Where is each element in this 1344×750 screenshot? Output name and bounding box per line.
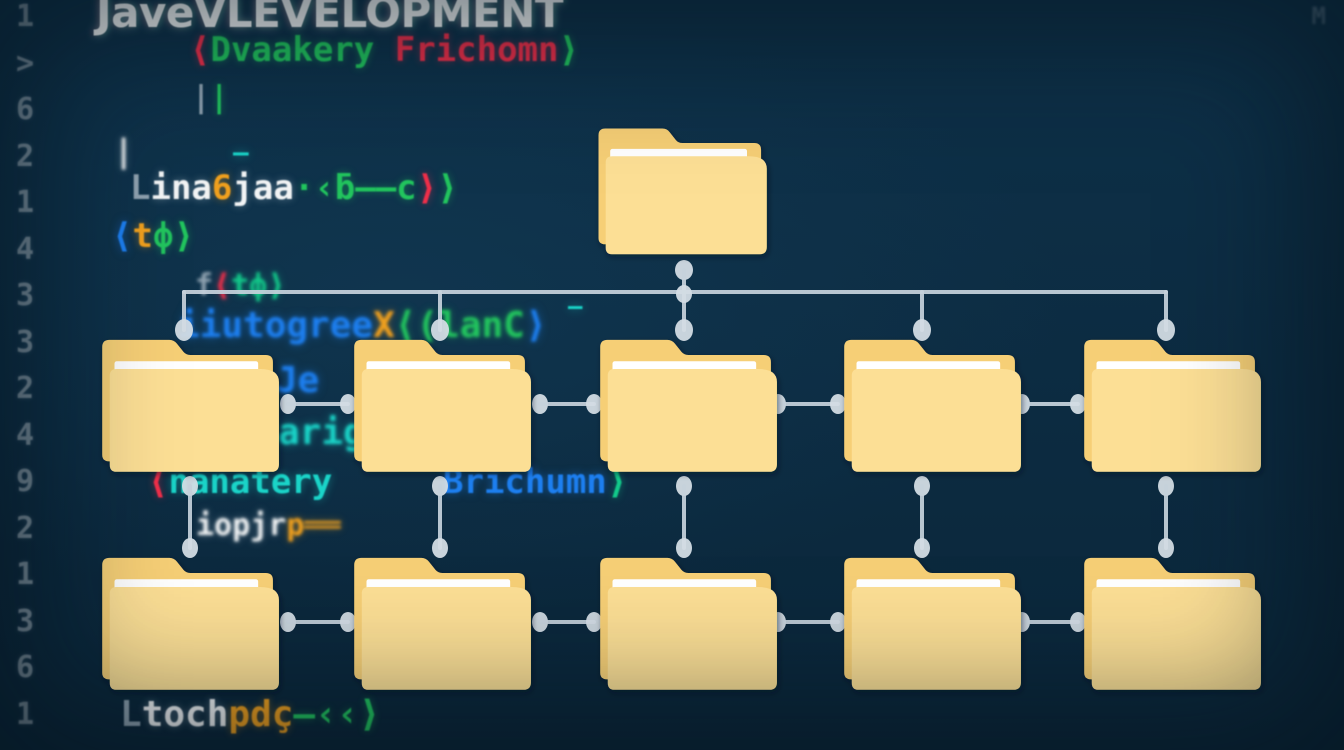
folder-front-flap <box>607 368 777 472</box>
folder-middle-3[interactable] <box>594 330 786 485</box>
folder-middle-2[interactable] <box>348 330 540 485</box>
folder-front-flap <box>361 586 531 690</box>
folder-front-flap <box>607 586 777 690</box>
folder-bottom-5[interactable] <box>1078 548 1270 703</box>
folder-front-flap <box>109 368 279 472</box>
folder-middle-1[interactable] <box>96 330 288 485</box>
folder-bottom-3[interactable] <box>594 548 786 703</box>
folder-front-flap <box>851 586 1021 690</box>
folder-front-flap <box>1091 368 1261 472</box>
folder-front-flap <box>109 586 279 690</box>
folder-front-flap <box>851 368 1021 472</box>
folder-front-flap <box>605 156 767 255</box>
folder-bottom-1[interactable] <box>96 548 288 703</box>
folder-bottom-4[interactable] <box>838 548 1030 703</box>
bus-junction-node <box>676 285 692 303</box>
folder-middle-5[interactable] <box>1078 330 1270 485</box>
folder-front-flap <box>1091 586 1261 690</box>
folder-front-flap <box>361 368 531 472</box>
folder-middle-4[interactable] <box>838 330 1030 485</box>
folder-bottom-2[interactable] <box>348 548 540 703</box>
root-folder[interactable] <box>594 118 774 268</box>
